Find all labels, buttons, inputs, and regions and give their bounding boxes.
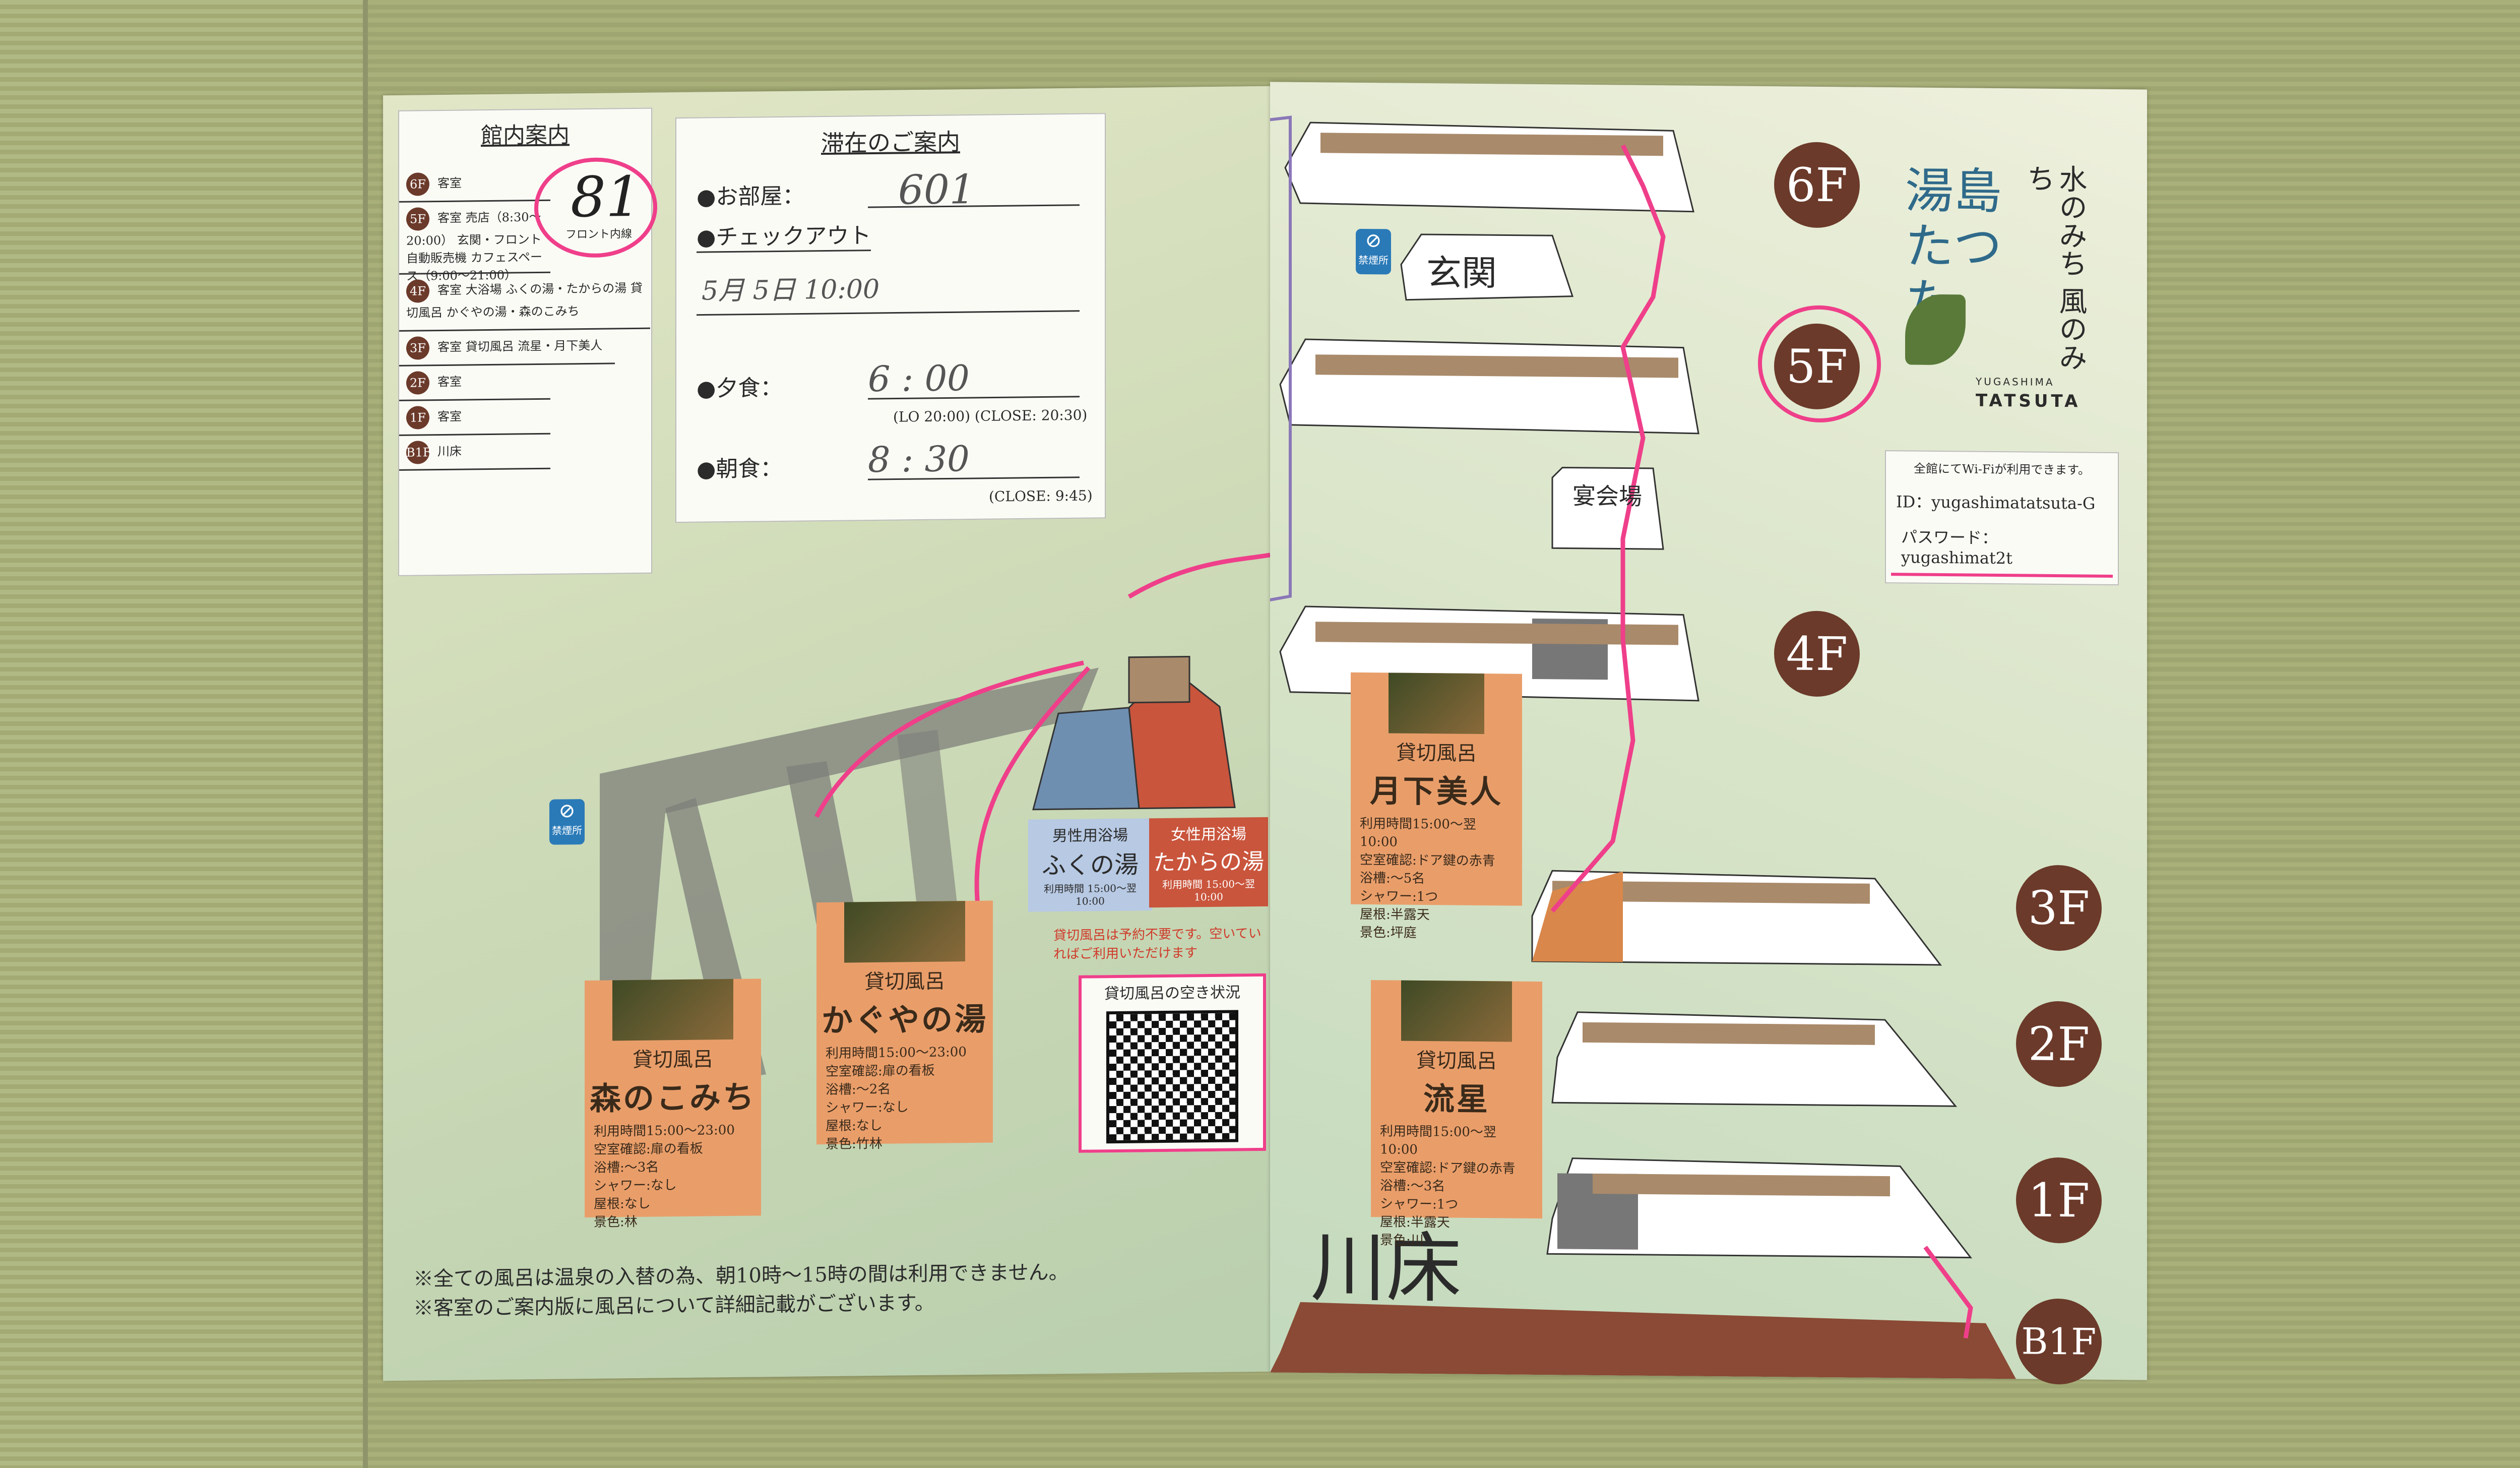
brand-tagline: 水のみち 風のみち bbox=[2022, 164, 2087, 372]
brand-logo-en: TATSUTA bbox=[1976, 390, 2081, 412]
wifi-id: ID：yugashimatatsuta-G bbox=[1896, 492, 2096, 513]
bath-detail: 景色:川 bbox=[1380, 1233, 1424, 1249]
male-bath-type: 男性用浴場 bbox=[1052, 826, 1128, 845]
wifi-note: 全館にてWi-Fiが利用できます。 bbox=[1914, 461, 2090, 477]
no-smoking-label: 禁煙所 bbox=[552, 824, 582, 837]
bath-detail: 利用時間15:00〜翌10:00 bbox=[1360, 816, 1476, 850]
wifi-password: パスワード：yugashimat2t bbox=[1891, 518, 2113, 578]
floor-badge-2f: 2F bbox=[2016, 1001, 2102, 1087]
bath-photo bbox=[844, 901, 965, 963]
tatami-mat-left bbox=[0, 0, 368, 1468]
bath-type-label: 貸切風呂 bbox=[1416, 1049, 1497, 1073]
no-smoking-icon: ⊘ bbox=[1365, 229, 1382, 253]
bath-photo bbox=[612, 978, 733, 1041]
no-smoking-sign-left: ⊘ 禁煙所 bbox=[549, 799, 585, 845]
bath-detail: 景色:林 bbox=[594, 1214, 638, 1230]
female-bath-label: 女性用浴場 たからの湯 利用時間 15:00〜翌10:00 bbox=[1149, 817, 1268, 908]
qr-title: 貸切風呂の空き状況 bbox=[1104, 984, 1240, 1003]
bath-detail: シャワー:なし bbox=[826, 1099, 909, 1116]
floor-badge-1f: 1F bbox=[2016, 1157, 2102, 1244]
bath-detail: 屋根:なし bbox=[594, 1196, 651, 1212]
bath-detail: 空室確認:扉の看板 bbox=[826, 1063, 935, 1080]
bath-detail: 景色:坪庭 bbox=[1360, 925, 1417, 941]
bath-detail: 浴槽:〜3名 bbox=[1380, 1178, 1445, 1194]
female-bath-name: たからの湯 bbox=[1153, 848, 1264, 876]
bath-type-label: 貸切風呂 bbox=[1396, 741, 1477, 765]
bath-detail: シャワー:1つ bbox=[1380, 1196, 1459, 1212]
bath-name: かぐやの湯 bbox=[821, 1000, 988, 1039]
bath-detail: 空室確認:ドア鍵の赤青 bbox=[1360, 852, 1495, 869]
bath-photo bbox=[1389, 672, 1484, 735]
brand-logo-en-top: YUGASHIMA bbox=[1976, 375, 2055, 388]
private-bath-card-kaguya: 貸切風呂 かぐやの湯 利用時間15:00〜23:00 空室確認:扉の看板 浴槽:… bbox=[816, 900, 993, 1152]
bath-detail: 屋根:半露天 bbox=[1380, 1214, 1450, 1231]
entrance-label: 玄関 bbox=[1426, 252, 1497, 294]
no-smoking-icon: ⊘ bbox=[558, 799, 576, 823]
floor-badge-4f: 4F bbox=[1774, 610, 1860, 697]
bath-detail: 浴槽:〜5名 bbox=[1360, 870, 1425, 887]
stay-info-card: 滞在のご案内 ●お部屋： 601 ●チェックアウト 5月 5日 10:00 ●夕… bbox=[675, 113, 1106, 523]
male-bath-hours: 利用時間 15:00〜翌10:00 bbox=[1044, 882, 1137, 907]
female-bath-hours: 利用時間 15:00〜翌10:00 bbox=[1162, 878, 1255, 903]
private-bath-card-ryusei: 貸切風呂 流星 利用時間15:00〜翌10:00 空室確認:ドア鍵の赤青 浴槽:… bbox=[1371, 980, 1542, 1248]
bath-name: 流星 bbox=[1423, 1080, 1490, 1118]
logo: 湯島 たつた 水のみち 風のみち YUGASHIMA TATSUTA bbox=[1905, 162, 2107, 416]
floor-badge-3f: 3F bbox=[2016, 865, 2102, 951]
no-smoking-label: 禁煙所 bbox=[1358, 254, 1389, 267]
footnotes: ※全ての風呂は温泉の入替の為、朝10時〜15時の間は利用できません。 ※客室のご… bbox=[413, 1258, 1069, 1323]
bath-detail: 屋根:半露天 bbox=[1360, 906, 1430, 923]
bath-detail: 利用時間15:00〜翌10:00 bbox=[1380, 1124, 1496, 1157]
main-bath-building bbox=[1032, 655, 1236, 811]
floor-plan-illustration bbox=[1270, 115, 2016, 1379]
bath-type-label: 貸切風呂 bbox=[864, 969, 945, 994]
bath-detail: シャワー:1つ bbox=[1360, 888, 1438, 905]
pink-circle-5f bbox=[1758, 305, 1881, 422]
floor-badge-6f: 6F bbox=[1774, 142, 1860, 228]
private-bath-card-gekka: 貸切風呂 月下美人 利用時間15:00〜翌10:00 空室確認:ドア鍵の赤青 浴… bbox=[1351, 672, 1522, 941]
bath-detail: 空室確認:ドア鍵の赤青 bbox=[1380, 1160, 1516, 1177]
bath-detail: 浴槽:〜3名 bbox=[594, 1159, 659, 1176]
bath-details: 利用時間15:00〜23:00 空室確認:扉の看板 浴槽:〜3名 シャワー:なし… bbox=[585, 1117, 761, 1236]
bath-name: 森のこみち bbox=[589, 1078, 756, 1117]
bath-name: 月下美人 bbox=[1369, 772, 1503, 811]
banquet-label: 宴会場 bbox=[1572, 482, 1642, 510]
bath-details: 利用時間15:00〜23:00 空室確認:扉の看板 浴槽:〜2名 シャワー:なし… bbox=[816, 1039, 993, 1158]
bath-detail: 空室確認:扉の看板 bbox=[594, 1141, 703, 1157]
bath-details: 利用時間15:00〜翌10:00 空室確認:ドア鍵の赤青 浴槽:〜5名 シャワー… bbox=[1351, 811, 1522, 947]
bath-detail: 利用時間15:00〜23:00 bbox=[826, 1045, 967, 1062]
male-bath-name: ふくの湯 bbox=[1041, 850, 1139, 880]
reservation-note: 貸切風呂は予約不要です。空いていればご利用いただけます bbox=[1053, 926, 1262, 962]
bath-detail: シャワー:なし bbox=[594, 1178, 677, 1194]
bath-type-label: 貸切風呂 bbox=[633, 1048, 713, 1072]
private-bath-card-mori: 貸切風呂 森のこみち 利用時間15:00〜23:00 空室確認:扉の看板 浴槽:… bbox=[585, 978, 761, 1230]
bath-detail: 屋根:なし bbox=[826, 1118, 883, 1134]
qr-code[interactable] bbox=[1106, 1010, 1238, 1144]
stay-card-lines bbox=[697, 204, 1080, 480]
bath-detail: 利用時間15:00〜23:00 bbox=[594, 1122, 735, 1139]
qr-card: 貸切風呂の空き状況 bbox=[1079, 973, 1266, 1153]
bath-detail: 浴槽:〜2名 bbox=[826, 1081, 891, 1098]
bath-details: 利用時間15:00〜翌10:00 空室確認:ドア鍵の赤青 浴槽:〜3名 シャワー… bbox=[1371, 1118, 1542, 1255]
wifi-card: 全館にてWi-Fiが利用できます。 ID：yugashimatatsuta-G … bbox=[1885, 450, 2119, 586]
female-bath-type: 女性用浴場 bbox=[1171, 825, 1246, 844]
pink-circle-marker bbox=[534, 157, 657, 258]
bath-detail: 景色:竹林 bbox=[826, 1136, 883, 1152]
right-panel: ⊘ 禁煙所 玄関 宴会場 川床 6F 5F 4F 3F 2F 1F B1F 湯島… bbox=[1270, 82, 2147, 1385]
no-smoking-sign-right: ⊘ 禁煙所 bbox=[1356, 228, 1391, 275]
floor-badge-b1f: B1F bbox=[2016, 1298, 2102, 1385]
male-bath-label: 男性用浴場 ふくの湯 利用時間 15:00〜翌10:00 bbox=[1028, 818, 1152, 912]
bath-photo bbox=[1401, 980, 1512, 1042]
